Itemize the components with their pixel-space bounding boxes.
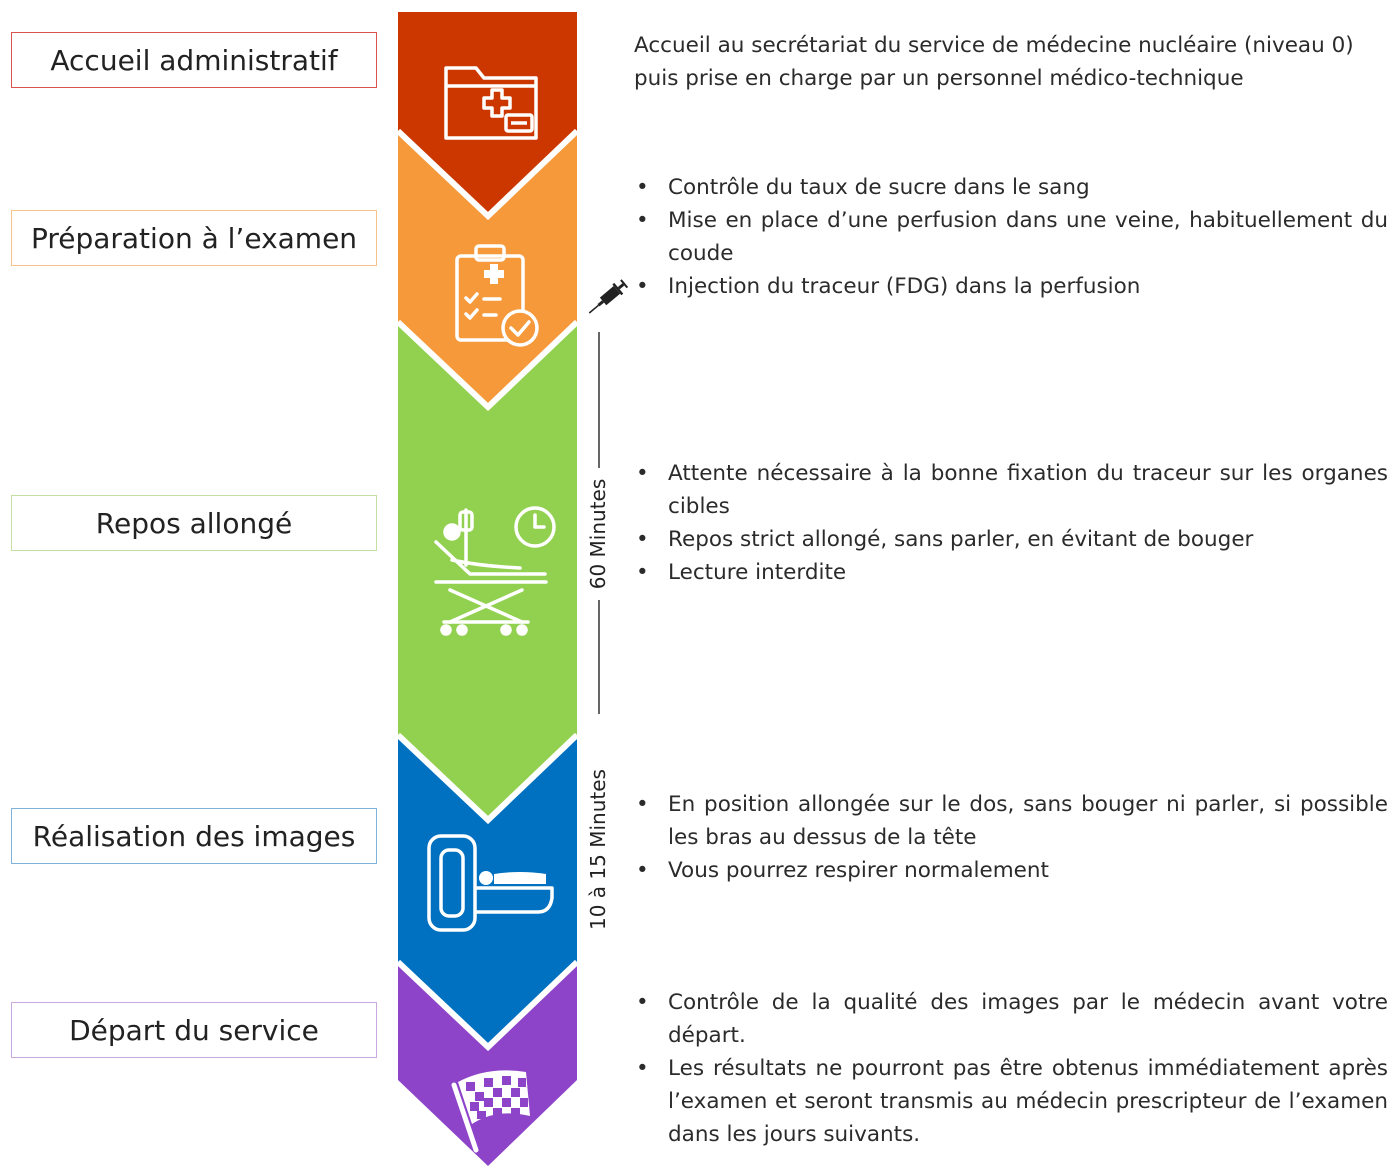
chevron-images	[398, 735, 577, 1047]
step-label-accueil: Accueil administratif	[11, 32, 377, 88]
bullet-item: Injection du traceur (FDG) dans la perfu…	[634, 270, 1388, 303]
step-label-preparation: Préparation à l’examen	[11, 210, 377, 266]
step-label-images: Réalisation des images	[11, 808, 377, 864]
chevron-repos	[398, 322, 577, 820]
description-text: Accueil au secrétariat du service de méd…	[634, 33, 1354, 91]
chevron-accueil	[398, 12, 577, 216]
syringe-icon	[588, 279, 629, 314]
step-label-depart: Départ du service	[11, 1002, 377, 1058]
checkered-flag-icon	[451, 1070, 530, 1153]
bullet-item: Attente nécessaire à la bonne fixation d…	[634, 457, 1388, 523]
bullet-item: Contrôle du taux de sucre dans le sang	[634, 171, 1388, 204]
description-repos: Attente nécessaire à la bonne fixation d…	[634, 457, 1388, 589]
bullet-item: Vous pourrez respirer normalement	[634, 854, 1388, 887]
chevron-depart	[398, 962, 577, 1166]
description-preparation: Contrôle du taux de sucre dans le sang M…	[634, 171, 1388, 303]
duration-images: 10 à 15 Minutes	[586, 769, 610, 930]
bullet-item: Lecture interdite	[634, 556, 1388, 589]
description-accueil: Accueil au secrétariat du service de méd…	[634, 29, 1388, 95]
bullet-item: Repos strict allongé, sans parler, en év…	[634, 523, 1388, 556]
bullet-item: En position allongée sur le dos, sans bo…	[634, 788, 1388, 854]
medical-folder-icon	[444, 66, 538, 140]
bullet-item: Les résultats ne pourront pas être obten…	[634, 1052, 1388, 1151]
step-label-repos: Repos allongé	[11, 495, 377, 551]
description-images: En position allongée sur le dos, sans bo…	[634, 788, 1388, 887]
description-depart: Contrôle de la qualité des images par le…	[634, 986, 1388, 1151]
clipboard-check-icon	[455, 244, 539, 347]
duration-repos: 60 Minutes	[586, 478, 610, 590]
scanner-icon	[427, 834, 554, 932]
patient-bed-clock-icon	[434, 506, 556, 636]
bullet-item: Mise en place d’une perfusion dans une v…	[634, 204, 1388, 270]
bullet-item: Contrôle de la qualité des images par le…	[634, 986, 1388, 1052]
